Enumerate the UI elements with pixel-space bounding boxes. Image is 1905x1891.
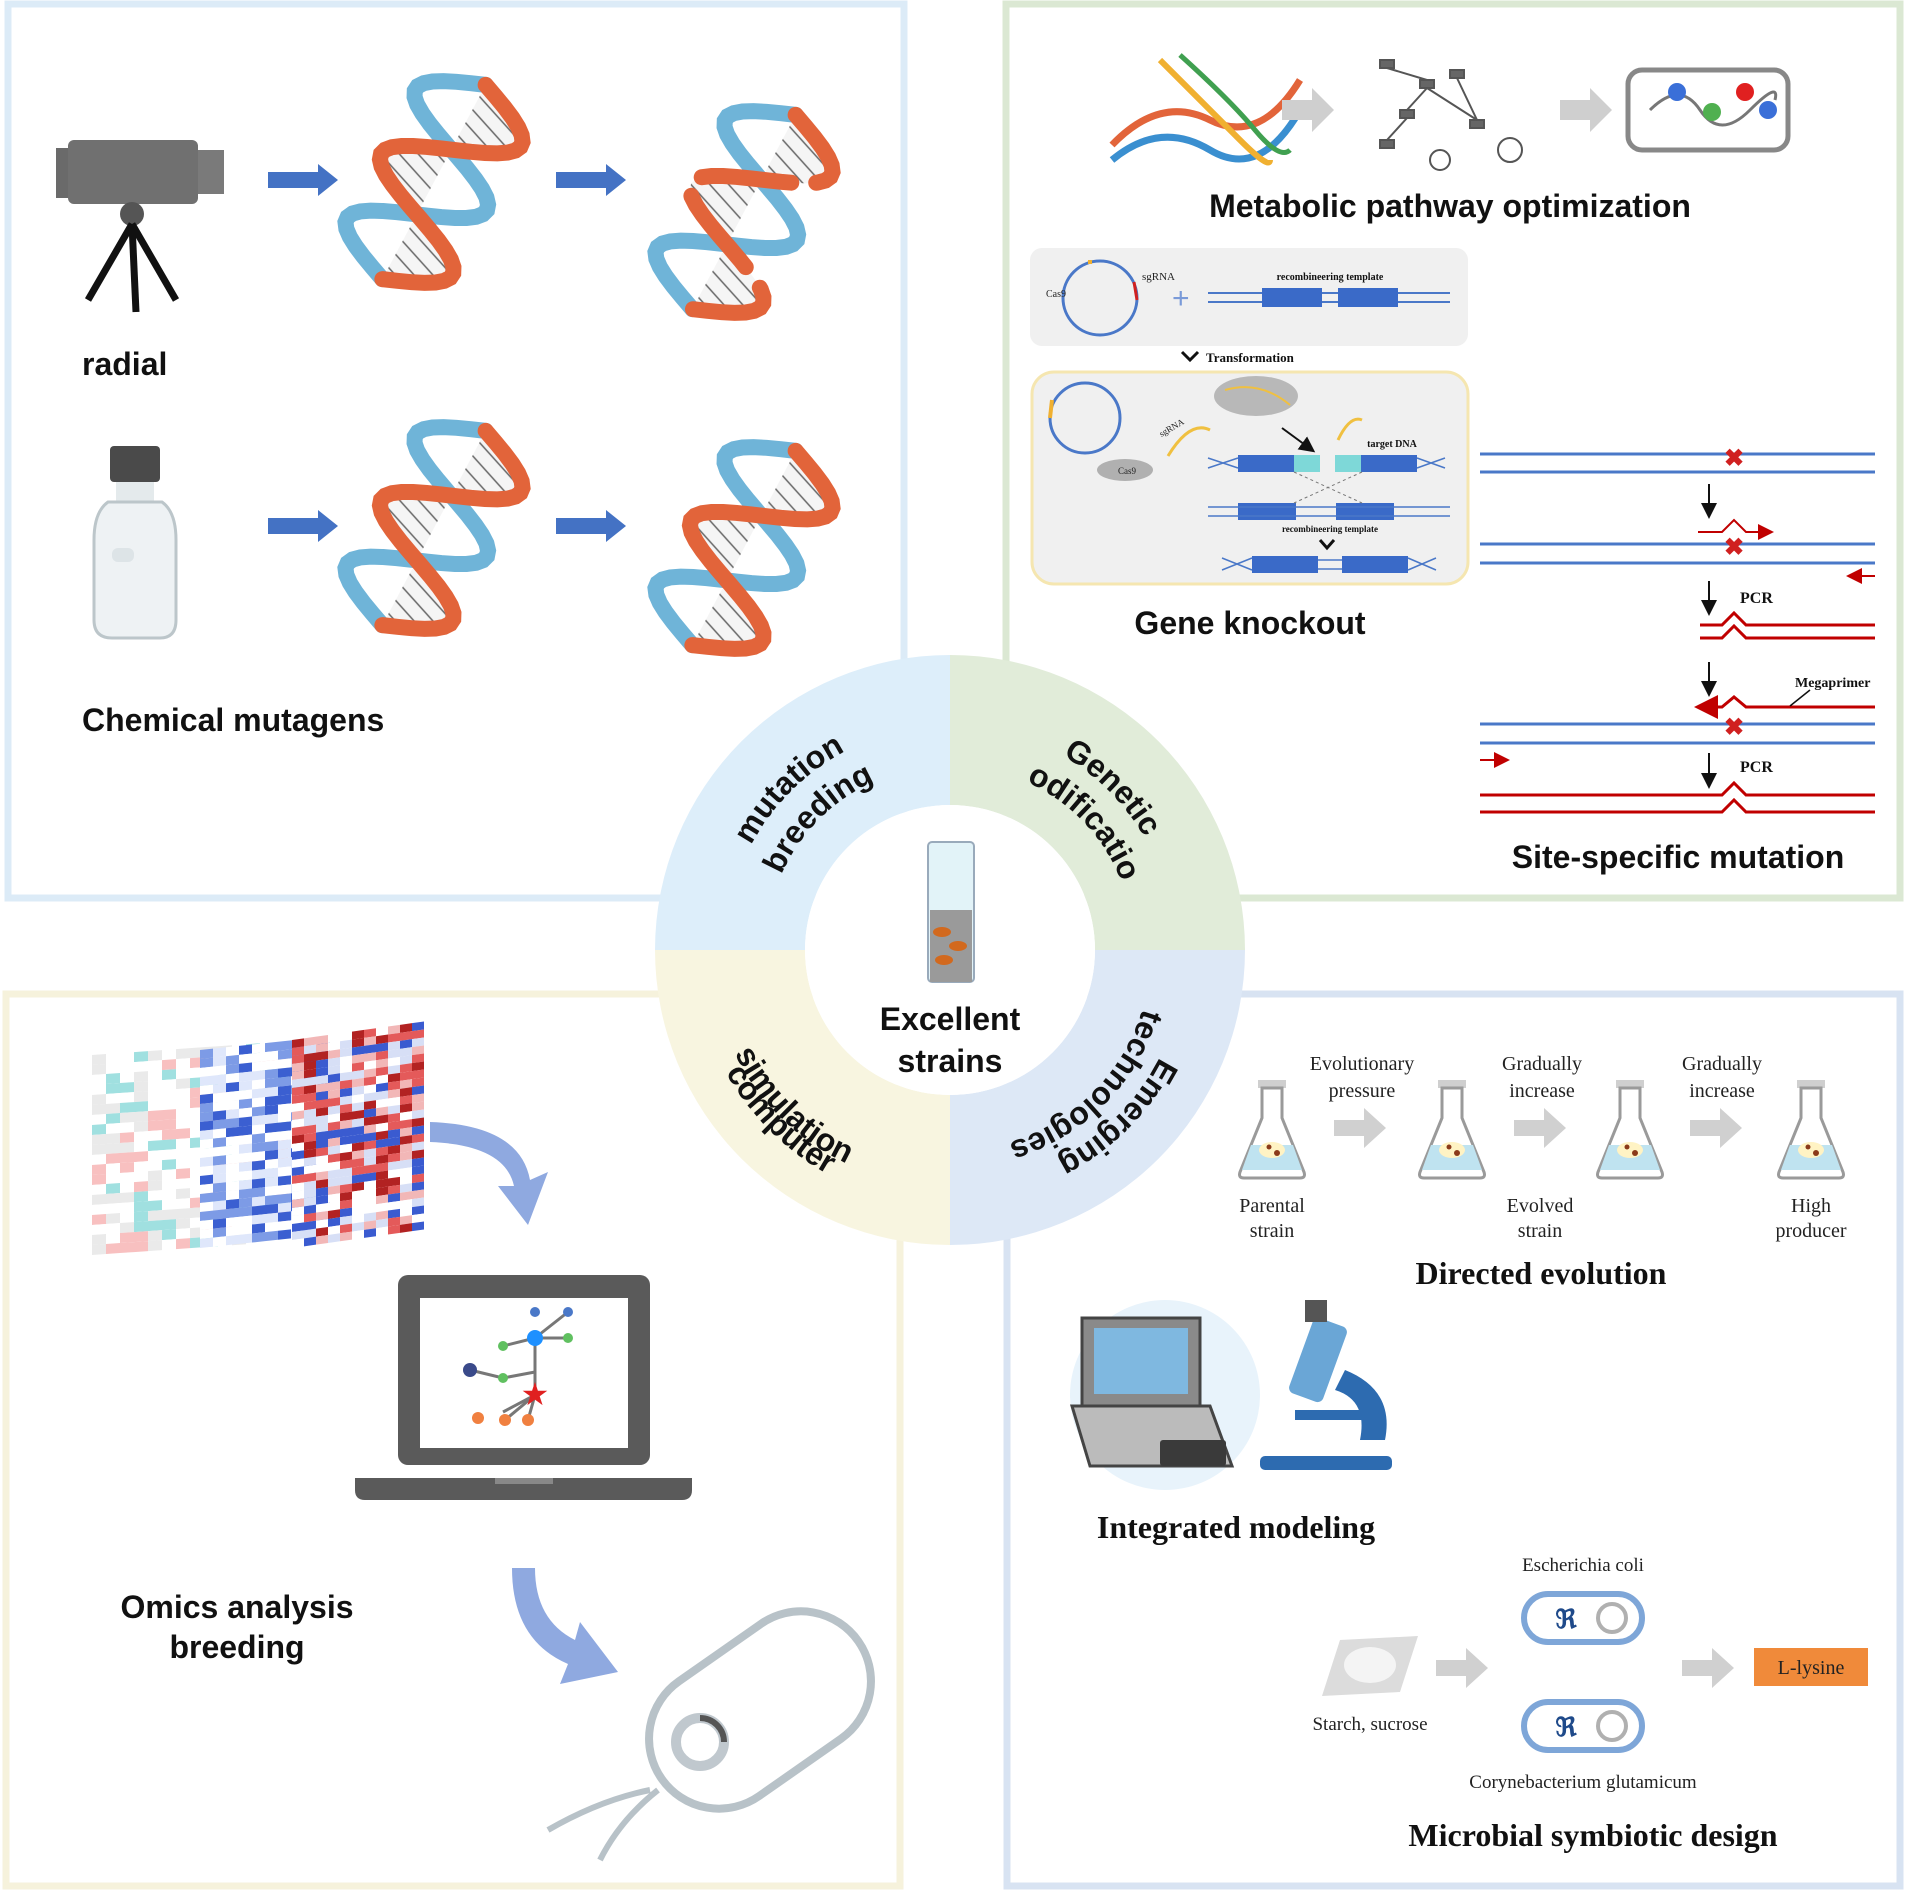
- radiation-source-icon: [56, 140, 224, 313]
- lysine-box: [1754, 1648, 1868, 1686]
- evolved-strain-line1: Evolved: [1507, 1195, 1574, 1217]
- svg-text:ℜ: ℜ: [1555, 1712, 1577, 1742]
- evolutionary-pressure-line2: pressure: [1329, 1080, 1396, 1102]
- gray-arrow: [1682, 1648, 1734, 1688]
- chemical-mutagens-label: Chemical mutagens: [82, 702, 384, 738]
- recombineering-template-label-2: recombineering template: [1282, 524, 1378, 534]
- process-arrows: [268, 164, 626, 542]
- gradually-increase-2-line1: Gradually: [1682, 1053, 1762, 1075]
- site-specific-mutation-diagram: ✖ ✖ PCR Megaprimer ✖ PCR: [1480, 445, 1875, 814]
- omics-label-line1: Omics analysis: [120, 1589, 353, 1625]
- dna-helix-icon: [647, 103, 841, 321]
- high-producer-line2: producer: [1775, 1220, 1846, 1242]
- bottle-icon: [92, 446, 178, 640]
- genetic-panel: [1002, 0, 1904, 902]
- directed-evolution-label: Directed evolution: [1416, 1255, 1667, 1291]
- computer-panel: [2, 990, 904, 1890]
- laptop-icon: ★: [355, 1275, 692, 1500]
- pcr-label-2: PCR: [1740, 759, 1773, 776]
- corynebacterium-cell-icon: ℜ: [1521, 1699, 1645, 1753]
- flask-icon: [1238, 1080, 1306, 1180]
- ecoli-label: Escherichia coli: [1522, 1555, 1644, 1576]
- dna-helix-icons: [337, 73, 841, 657]
- omics-label-line2: breeding: [169, 1629, 304, 1665]
- dna-helix-icon: [337, 419, 531, 637]
- center-label-line2: strains: [898, 1043, 1003, 1079]
- cas9-label: Cas9: [1046, 289, 1066, 300]
- evolved-strain-line2: strain: [1518, 1220, 1562, 1242]
- flask-icons: [1238, 1080, 1845, 1180]
- gray-arrow: [1282, 88, 1334, 132]
- gray-arrow: [1436, 1648, 1488, 1688]
- metabolic-network-icon: [1379, 59, 1523, 171]
- evolution-arrows: [1334, 1108, 1742, 1148]
- evolutionary-pressure-line1: Evolutionary: [1310, 1053, 1414, 1075]
- integrated-modeling-label: Integrated modeling: [1097, 1509, 1375, 1545]
- svg-text:ℜ: ℜ: [1555, 1604, 1577, 1634]
- parental-strain-line1: Parental: [1239, 1195, 1305, 1217]
- mutation-panel: [4, 0, 908, 902]
- dna-helix-icon: [337, 73, 531, 291]
- radial-label: radial: [82, 346, 167, 382]
- lysine-label: L-lysine: [1778, 1657, 1845, 1679]
- curved-arrow-icon: [430, 1122, 548, 1225]
- ecoli-cell-icon: ℜ: [1521, 1591, 1645, 1645]
- corynebacterium-label: Corynebacterium glutamicum: [1469, 1772, 1697, 1793]
- bacterium-icon: [546, 1607, 875, 1862]
- pathway-cell-icon: [1625, 67, 1791, 153]
- pcr-label-1: PCR: [1740, 590, 1773, 607]
- microscope-icon: [1260, 1300, 1392, 1470]
- dna-helix-icon: [647, 439, 841, 657]
- knockout-top-box: sgRNA Cas9 + recombineering template: [1030, 248, 1468, 346]
- gradually-increase-1-line2: increase: [1509, 1080, 1575, 1102]
- gray-arrow: [1560, 88, 1612, 132]
- knockout-bottom-box: Cas9 sgRNA target DNA recombineering tem…: [1030, 370, 1470, 586]
- computer-icon: [1069, 1300, 1260, 1490]
- starch-icon: [1322, 1636, 1418, 1696]
- recombineering-template-label: recombineering template: [1277, 272, 1384, 283]
- gradually-increase-2-line2: increase: [1689, 1080, 1755, 1102]
- cas9-label-2: Cas9: [1118, 466, 1137, 476]
- gradually-increase-1-line1: Gradually: [1502, 1053, 1582, 1075]
- emerging-panel: [1003, 990, 1904, 1890]
- svg-text:✖: ✖: [1724, 534, 1744, 561]
- gene-knockout-label: Gene knockout: [1134, 605, 1366, 641]
- chevron-down-icon: [1180, 350, 1200, 363]
- center-label-line1: Excellent: [880, 1001, 1021, 1037]
- svg-text:✖: ✖: [1724, 445, 1744, 472]
- sgrna-label: sgRNA: [1142, 271, 1175, 283]
- target-dna-label: target DNA: [1367, 439, 1417, 450]
- metabolic-pathway-label: Metabolic pathway optimization: [1209, 188, 1691, 224]
- megaprimer-label: Megaprimer: [1795, 676, 1870, 691]
- flask-icon: [1596, 1080, 1664, 1180]
- svg-text:★: ★: [521, 1376, 550, 1412]
- transformation-label: Transformation: [1206, 350, 1295, 365]
- parental-strain-line2: strain: [1250, 1220, 1294, 1242]
- starch-sucrose-label: Starch, sucrose: [1312, 1714, 1427, 1735]
- flask-icon: [1418, 1080, 1486, 1180]
- test-tube-icon: [927, 841, 975, 983]
- plus-icon: +: [1172, 282, 1190, 315]
- heatmap-icon: [92, 1021, 424, 1255]
- high-producer-line1: High: [1791, 1195, 1831, 1217]
- curved-arrow-icon-2: [512, 1568, 618, 1684]
- microbial-symbiotic-label: Microbial symbiotic design: [1408, 1817, 1777, 1853]
- svg-text:✖: ✖: [1724, 714, 1744, 741]
- site-specific-mutation-label: Site-specific mutation: [1512, 839, 1845, 875]
- flask-icon: [1777, 1080, 1845, 1180]
- dna-strands-icon: [1109, 53, 1304, 166]
